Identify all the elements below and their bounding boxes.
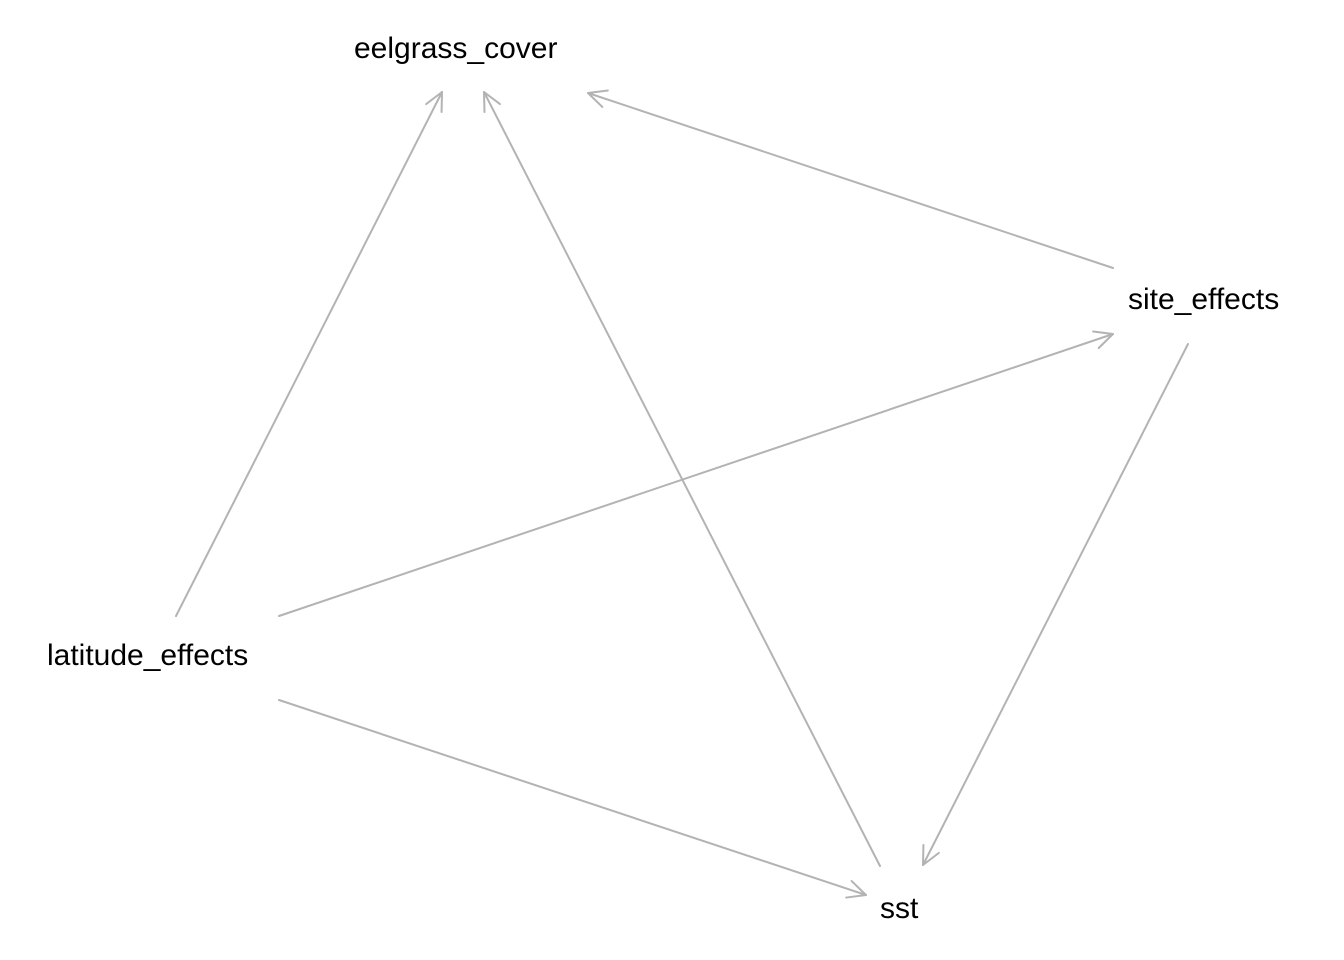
arrowhead-icon	[1092, 330, 1114, 349]
edge-line	[278, 333, 1114, 617]
nodes-layer: eelgrass_cover site_effects latitude_eff…	[47, 32, 1279, 925]
arrowhead-icon	[425, 91, 443, 113]
arrowhead-icon	[922, 844, 940, 866]
edge-line	[587, 92, 1114, 269]
arrowhead-icon	[483, 91, 501, 113]
edge-site-effects-to-sst	[922, 343, 1189, 866]
edges-layer	[175, 89, 1189, 899]
edge-latitude-effects-to-eelgrass-cover	[175, 91, 443, 617]
edge-latitude-effects-to-sst	[278, 699, 867, 899]
arrowhead-icon	[845, 880, 867, 899]
edge-line	[278, 699, 867, 896]
edge-site-effects-to-eelgrass-cover	[587, 89, 1114, 269]
edge-latitude-effects-to-site-effects	[278, 330, 1114, 617]
node-sst: sst	[880, 892, 919, 925]
node-latitude-effects: latitude_effects	[47, 639, 248, 672]
node-eelgrass-cover: eelgrass_cover	[354, 32, 557, 65]
node-site-effects: site_effects	[1128, 283, 1279, 316]
edge-line	[175, 91, 443, 617]
edge-line	[922, 343, 1189, 866]
arrowhead-icon	[587, 89, 609, 108]
